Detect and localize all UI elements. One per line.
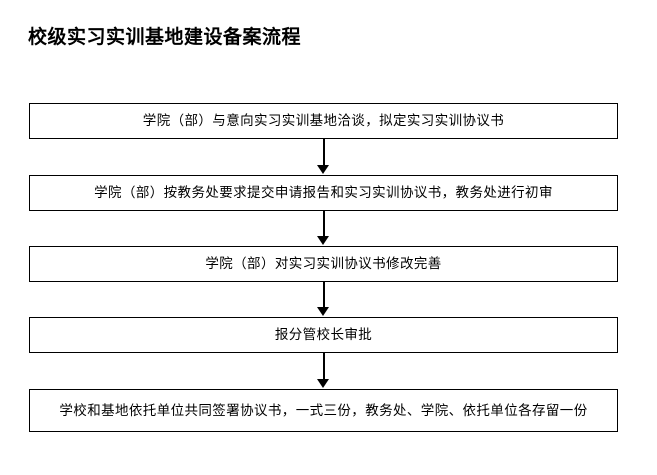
connector-line-3 bbox=[323, 282, 325, 308]
connector-line-4 bbox=[323, 353, 325, 380]
arrow-down-icon-3 bbox=[317, 307, 329, 316]
arrow-down-icon-1 bbox=[317, 165, 329, 174]
flow-node-step-4: 报分管校长审批 bbox=[29, 317, 618, 353]
page-title: 校级实习实训基地建设备案流程 bbox=[28, 26, 302, 48]
flow-node-label: 学校和基地依托单位共同签署协议书，一式三份，教务处、学院、依托单位各存留一份 bbox=[59, 402, 588, 419]
flow-node-step-1: 学院（部）与意向实习实训基地洽谈，拟定实习实训协议书 bbox=[29, 103, 618, 139]
connector-line-1 bbox=[323, 139, 325, 166]
flow-node-label: 学院（部）与意向实习实训基地洽谈，拟定实习实训协议书 bbox=[142, 113, 505, 129]
connector-line-2 bbox=[323, 211, 325, 237]
flow-node-label: 学院（部）对实习实训协议书修改完善 bbox=[205, 256, 442, 272]
arrow-down-icon-2 bbox=[317, 236, 329, 245]
flow-node-step-3: 学院（部）对实习实训协议书修改完善 bbox=[29, 246, 618, 282]
flow-node-step-2: 学院（部）按教务处要求提交申请报告和实习实训协议书，教务处进行初审 bbox=[29, 175, 618, 211]
arrow-down-icon-4 bbox=[317, 379, 329, 388]
flow-node-label: 学院（部）按教务处要求提交申请报告和实习实训协议书，教务处进行初审 bbox=[94, 185, 553, 201]
flow-node-label: 报分管校长审批 bbox=[274, 327, 373, 343]
flow-node-step-5: 学校和基地依托单位共同签署协议书，一式三份，教务处、学院、依托单位各存留一份 bbox=[29, 389, 618, 432]
